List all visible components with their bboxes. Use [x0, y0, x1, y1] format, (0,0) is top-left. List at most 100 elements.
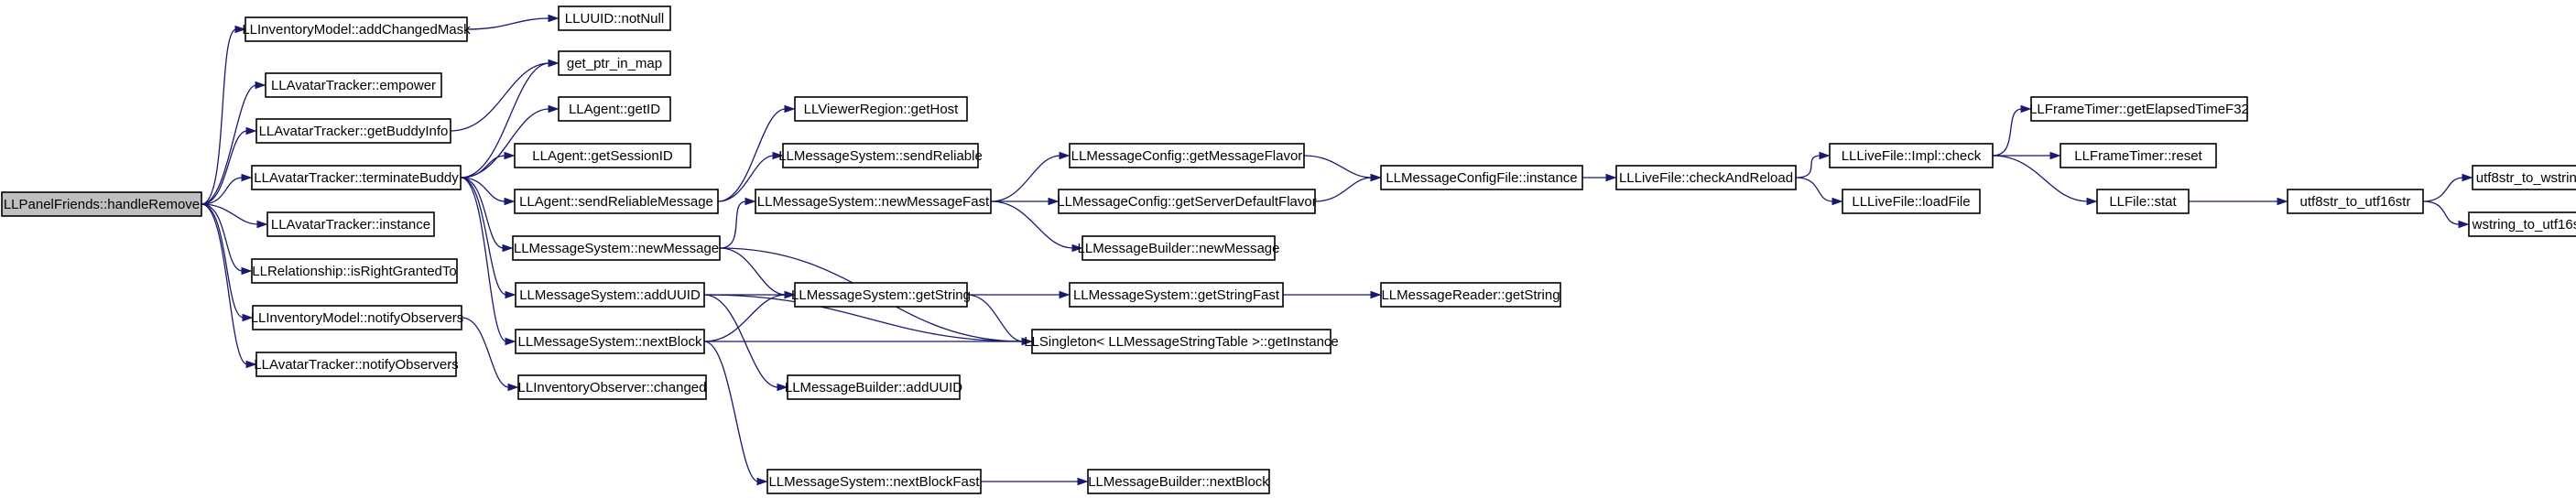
node-box [766, 469, 982, 494]
node-observerChanged[interactable]: LLInventoryObserver::changed [517, 374, 707, 400]
node-label: LLAvatarTracker::terminateBuddy [254, 170, 459, 186]
node-label: LLAvatarTracker::notifyObservers [254, 357, 458, 373]
node-box [515, 282, 705, 308]
edge-getBuddyInfo-getPtrInMap [450, 62, 550, 132]
edge-terminateBuddy-addUUID [460, 177, 507, 296]
node-builderAddUUID[interactable]: LLMessageBuilder::addUUID [785, 374, 962, 400]
node-getServerDefaultFlavor[interactable]: LLMessageConfig::getServerDefaultFlavor [1057, 189, 1317, 214]
edge-arrowhead [245, 360, 257, 369]
node-box [1615, 165, 1797, 190]
node-label: LLFrameTimer::getElapsedTimeF32 [2029, 102, 2249, 117]
node-sendReliable[interactable]: LLMessageSystem::sendReliable [778, 143, 983, 168]
node-viewerRegionGetHost[interactable]: LLViewerRegion::getHost [794, 96, 968, 122]
node-readerGetString[interactable]: LLMessageReader::getString [1380, 282, 1561, 308]
edge-arrowhead [548, 59, 560, 68]
node-box [252, 305, 462, 330]
edge-arrowhead [2020, 104, 2032, 114]
node-uuidNotNull[interactable]: LLUUID::notNull [558, 5, 671, 31]
node-box [1031, 329, 1331, 354]
node-agentGetID[interactable]: LLAgent::getID [558, 96, 671, 122]
node-box [1, 191, 202, 217]
edge-arrowhead [2462, 173, 2473, 182]
node-box [558, 96, 671, 122]
node-label: LLSingleton< LLMessageStringTable >::get… [1024, 334, 1339, 350]
edge-arrowhead [2086, 197, 2098, 206]
edge-getServerDefaultFlavor-configFileInstance [1314, 177, 1373, 202]
node-label: LLMessageSystem::addUUID [519, 287, 701, 303]
edge-arrowhead [772, 151, 784, 160]
node-singletonGetInstance[interactable]: LLSingleton< LLMessageStringTable >::get… [1024, 329, 1339, 354]
node-getSessionID[interactable]: LLAgent::getSessionID [514, 143, 691, 168]
edge-invNotifyObservers-observerChanged [461, 317, 510, 388]
edge-arrowhead [234, 25, 246, 34]
node-trackerNotifyObservers[interactable]: LLAvatarTracker::notifyObservers [254, 352, 459, 377]
node-getString[interactable]: LLMessageSystem::getString [791, 282, 971, 308]
edge-root-trackerInstance [201, 203, 259, 225]
node-empower[interactable]: LLAvatarTracker::empower [265, 72, 442, 98]
node-nextBlock[interactable]: LLMessageSystem::nextBlock [515, 329, 705, 354]
edge-terminateBuddy-getPtrInMap [460, 62, 550, 179]
edge-arrowhead [548, 104, 560, 114]
node-implCheck[interactable]: LLLiveFile::Impl::check [1829, 143, 1994, 168]
node-label: LLMessageConfig::getMessageFlavor [1071, 148, 1303, 164]
edge-arrowhead [1605, 173, 1617, 182]
node-box [251, 165, 462, 190]
node-utf8ToUtf16[interactable]: utf8str_to_utf16str [2287, 189, 2424, 214]
node-box [787, 374, 961, 400]
node-root[interactable]: LLPanelFriends::handleRemove [1, 191, 202, 217]
node-fileStat[interactable]: LLFile::stat [2096, 189, 2190, 214]
node-label: LLUUID::notNull [565, 11, 664, 27]
node-label: LLFile::stat [2109, 194, 2177, 210]
node-label: LLMessageBuilder::addUUID [785, 380, 962, 395]
edge-arrowhead [1077, 477, 1089, 486]
node-builderNewMessage[interactable]: LLMessageBuilder::newMessage [1078, 235, 1280, 261]
node-getPtrInMap[interactable]: get_ptr_in_map [558, 50, 671, 76]
edge-arrowhead [1819, 151, 1831, 160]
node-label: LLLiveFile::checkAndReload [1619, 170, 1793, 186]
node-label: LLInventoryObserver::changed [518, 380, 707, 395]
node-newMessage[interactable]: LLMessageSystem::newMessage [512, 235, 721, 261]
node-box [2096, 189, 2190, 214]
edge-arrowhead [2277, 197, 2288, 206]
node-box [794, 282, 968, 308]
node-box [515, 329, 705, 354]
node-box [2468, 211, 2576, 237]
node-isRightGrantedTo[interactable]: LLRelationship::isRightGrantedTo [251, 258, 458, 284]
node-box [255, 352, 457, 377]
call-graph-edges [201, 14, 2473, 486]
node-box [2060, 143, 2217, 168]
node-loadFile[interactable]: LLLiveFile::loadFile [1842, 189, 1981, 214]
node-addUUID[interactable]: LLMessageSystem::addUUID [515, 282, 705, 308]
node-utf8ToWstring[interactable]: utf8str_to_wstring [2472, 165, 2576, 190]
edge-checkAndReload-implCheck [1795, 155, 1821, 179]
edge-nextBlock-nextBlockFast [703, 341, 759, 482]
edge-arrowhead [777, 383, 788, 392]
edge-arrowhead [1831, 197, 1843, 206]
edge-arrowhead [256, 220, 268, 229]
node-box [517, 374, 707, 400]
node-getBuddyInfo[interactable]: LLAvatarTracker::getBuddyInfo [255, 118, 451, 144]
node-checkAndReload[interactable]: LLLiveFile::checkAndReload [1615, 165, 1797, 190]
node-box [1069, 143, 1305, 168]
node-getMessageFlavor[interactable]: LLMessageConfig::getMessageFlavor [1069, 143, 1305, 168]
node-configFileInstance[interactable]: LLMessageConfigFile::instance [1380, 165, 1583, 190]
node-label: utf8str_to_wstring [2476, 170, 2576, 186]
edge-utf8ToUtf16-wstringToUtf16 [2422, 200, 2461, 225]
node-label: LLMessageSystem::sendReliable [778, 148, 983, 164]
node-label: LLAgent::sendReliableMessage [519, 194, 713, 210]
node-getStringFast[interactable]: LLMessageSystem::getStringFast [1069, 282, 1284, 308]
node-newMessageFast[interactable]: LLMessageSystem::newMessageFast [755, 189, 992, 214]
node-builderNextBlock[interactable]: LLMessageBuilder::nextBlock [1087, 469, 1270, 494]
node-wstringToUtf16[interactable]: wstring_to_utf16str [2468, 211, 2576, 237]
node-frameTimerReset[interactable]: LLFrameTimer::reset [2060, 143, 2217, 168]
node-sendReliableMessage[interactable]: LLAgent::sendReliableMessage [514, 189, 719, 214]
node-getElapsedTimeF32[interactable]: LLFrameTimer::getElapsedTimeF32 [2029, 96, 2249, 122]
node-addChangedMask[interactable]: LLInventoryModel::addChangedMask [242, 16, 471, 42]
edge-arrowhead [1048, 197, 1060, 206]
node-label: LLViewerRegion::getHost [804, 102, 960, 117]
node-box [1380, 282, 1561, 308]
node-trackerInstance[interactable]: LLAvatarTracker::instance [266, 211, 435, 237]
node-invNotifyObservers[interactable]: LLInventoryModel::notifyObservers [251, 305, 464, 330]
node-nextBlockFast[interactable]: LLMessageSystem::nextBlockFast [766, 469, 982, 494]
node-terminateBuddy[interactable]: LLAvatarTracker::terminateBuddy [251, 165, 462, 190]
